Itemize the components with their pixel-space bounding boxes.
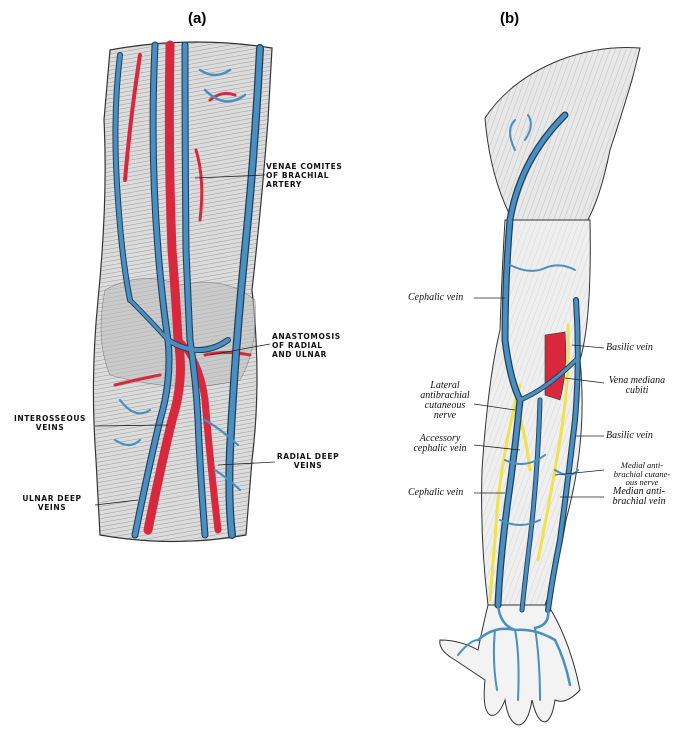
panel-a-arteries: [113, 40, 252, 535]
label-basilic-vein-lower: Basilic vein: [606, 430, 653, 441]
label-ulnar-deep: ULNAR DEEP VEINS: [22, 494, 82, 512]
label-venae-comites: VENAE COMITES OF BRACHIAL ARTERY: [266, 162, 343, 189]
label-anastomosis: ANASTOMOSIS OF RADIAL AND ULNAR: [272, 332, 341, 359]
panel-b-leaders: [473, 297, 605, 498]
panel-b-hand: [439, 604, 581, 726]
label-basilic-vein-upper: Basilic vein: [606, 342, 653, 353]
label-vena-mediana-cubiti: Vena mediana cubiti: [608, 375, 666, 396]
panel-b-drawing: [439, 47, 641, 726]
panel-a-veins: [113, 42, 263, 538]
label-interosseous: INTEROSSEOUS VEINS: [13, 414, 87, 432]
label-medial-antibrachial-nerve: Medial anti- brachial cutane- ous nerve: [613, 460, 671, 487]
label-median-antibrachial-vein: Median anti- brachial vein: [612, 486, 666, 507]
panel-a-drawing: [92, 40, 273, 543]
panel-b-veins: [457, 112, 580, 701]
panel-a-title: (a): [188, 10, 207, 27]
label-cephalic-vein-upper: Cephalic vein: [408, 292, 464, 303]
label-lateral-antibrachial-nerve: Lateral antibrachial cutaneous nerve: [420, 380, 470, 421]
panel-b-title: (b): [500, 10, 520, 27]
label-radial-deep: RADIAL DEEP VEINS: [276, 452, 340, 470]
label-cephalic-vein-lower: Cephalic vein: [408, 487, 464, 498]
panel-a-leaders: [94, 174, 276, 506]
label-accessory-cephalic-vein: Accessory cephalic vein: [413, 433, 467, 454]
